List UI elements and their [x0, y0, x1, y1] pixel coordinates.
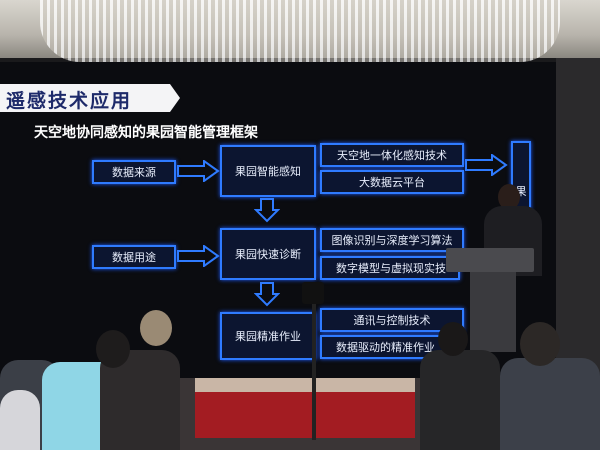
audience-head: [96, 330, 130, 368]
speaker-head: [498, 184, 520, 210]
section-banner-text: 遥感技术应用: [6, 90, 133, 112]
stage-edge: [195, 378, 415, 392]
podium-base: [470, 272, 516, 352]
audience-member: [420, 350, 500, 450]
input-box-usage: 数据用途: [92, 245, 176, 269]
tech-box: 大数据云平台: [320, 170, 464, 194]
tech-box: 天空地一体化感知技术: [320, 143, 464, 167]
arrow-right-icon: [465, 154, 508, 176]
slide-title: 天空地协同感知的果园智能管理框架: [34, 125, 258, 141]
camera-tripod: [312, 300, 316, 440]
audience-head: [520, 322, 560, 366]
arrow-down-icon: [254, 198, 280, 223]
section-banner: 遥感技术应用: [0, 84, 180, 112]
video-camera: [302, 282, 324, 304]
chair-back: [0, 390, 40, 450]
chandelier: [40, 0, 560, 62]
tech-box: 图像识别与深度学习算法: [320, 228, 464, 252]
tech-box: 数据驱动的精准作业: [320, 335, 460, 359]
arrow-right-icon: [177, 245, 220, 267]
audience-member: [500, 358, 600, 450]
stage-box-operation: 果园精准作业: [220, 312, 316, 360]
podium: [446, 248, 534, 272]
tech-box: 数字模型与虚拟现实技: [320, 256, 460, 280]
arrow-right-icon: [177, 160, 220, 182]
stage-box-perception: 果园智能感知: [220, 145, 316, 197]
audience-head: [438, 322, 468, 356]
arrow-down-icon: [254, 282, 280, 307]
input-box-source: 数据来源: [92, 160, 176, 184]
stage-box-diagnosis: 果园快速诊断: [220, 228, 316, 280]
audience-head: [140, 310, 172, 346]
